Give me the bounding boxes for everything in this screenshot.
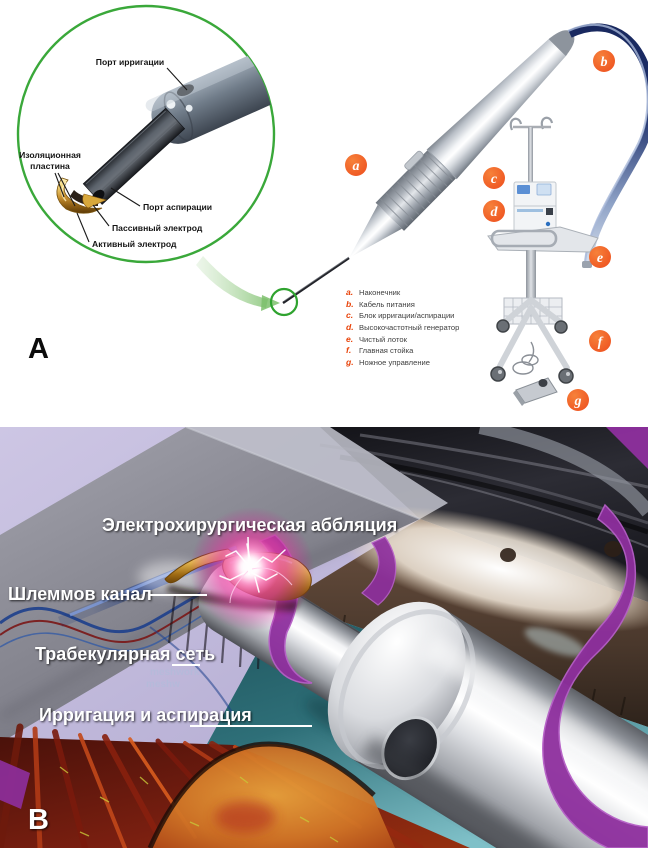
label-insulation-plate-1: Изоляционная: [19, 150, 81, 160]
svg-text:a: a: [353, 159, 360, 174]
foot-pedal: [512, 341, 558, 406]
equipment-cart: [487, 116, 599, 406]
svg-text:f.: f.: [346, 345, 351, 355]
marker-e: e: [589, 246, 611, 268]
marker-d: d: [483, 200, 505, 222]
marker-g: g: [567, 389, 589, 411]
marker-f: f: [589, 330, 611, 352]
marker-b: b: [593, 50, 615, 72]
svg-text:f: f: [598, 335, 604, 350]
handpiece-barrel: [82, 107, 186, 205]
svg-text:g: g: [574, 394, 582, 409]
handpiece-clip: [404, 150, 424, 171]
label-insulation-plate-2: пластина: [30, 161, 70, 171]
ghost-watermark-2: meshw: [146, 679, 180, 690]
label-active-electrode: Активный электрод: [92, 239, 177, 249]
handpiece: [282, 30, 575, 304]
label-passive-electrode: Пассивный электрод: [112, 223, 203, 233]
svg-text:a.: a.: [346, 287, 353, 297]
ablation-spark: [190, 507, 314, 631]
irrigation-port-hole: [176, 84, 194, 97]
svg-text:e.: e.: [346, 334, 353, 344]
legend-item: Ножное управление: [359, 358, 430, 367]
svg-text:d.: d.: [346, 322, 354, 332]
cart-wheels: [490, 319, 574, 384]
marker-a: a: [345, 154, 367, 176]
inset-labels: Порт ирригации Изоляционная пластина Пор…: [19, 57, 212, 249]
label-schlemm-canal: Шлеммов канал: [8, 584, 152, 604]
meshwork-ribbons-right: [0, 427, 648, 848]
handpiece-grip: [375, 150, 457, 231]
svg-text:b.: b.: [346, 299, 354, 309]
handpiece-nose-cone: [349, 204, 402, 258]
svg-text:b: b: [601, 55, 608, 70]
handpiece-end-cap: [548, 30, 575, 57]
power-cable: [567, 23, 648, 268]
cart-legs: [497, 297, 570, 371]
head-hole-2: [185, 104, 193, 112]
label-irrigation-port: Порт ирригации: [96, 57, 164, 67]
main-column: [526, 250, 536, 302]
label-trabecular-meshwork: Трабекулярная сеть: [35, 644, 215, 664]
panel-b-anatomy-illustration: Электрохирургическая аббляция Шлеммов ка…: [0, 427, 648, 848]
part-markers: a b c d e f g: [345, 50, 615, 411]
label-ablation: Электрохирургическая аббляция: [102, 515, 397, 535]
cornea-edge-band: [186, 427, 448, 519]
panel-b-letter: B: [28, 804, 49, 836]
legend-item: Наконечник: [359, 288, 401, 297]
parts-legend: a. Наконечник b. Кабель питания c. Блок …: [345, 287, 459, 367]
legend-item: Высокочастотный генератор: [359, 323, 459, 332]
legend-item: Кабель питания: [359, 300, 415, 309]
svg-text:c.: c.: [346, 310, 353, 320]
svg-text:g.: g.: [345, 357, 354, 367]
generator-panel: [517, 209, 543, 212]
tip-target-circle: [269, 287, 299, 317]
svg-text:e: e: [597, 251, 603, 266]
legend-item: Блок ирригации/аспирации: [359, 311, 454, 320]
iv-pole: [528, 127, 533, 185]
panel-a-letter: A: [28, 333, 49, 365]
panel-b-labels: Электрохирургическая аббляция Шлеммов ка…: [8, 515, 397, 836]
tray-handle: [490, 229, 558, 248]
panel-a-device-diagram: Порт ирригации Изоляционная пластина Пор…: [16, 4, 648, 411]
label-aspiration-port: Порт аспирации: [143, 202, 212, 212]
head-hole-1: [166, 99, 176, 109]
svg-text:d: d: [491, 205, 499, 220]
ghost-watermark-1: meshwork: [150, 667, 200, 678]
iv-hook-left: [509, 117, 523, 131]
marker-c: c: [483, 167, 505, 189]
gold-footplate: [56, 177, 107, 214]
label-irrigation-aspiration: Ирригация и аспирация: [39, 705, 252, 725]
svg-text:c: c: [491, 172, 498, 187]
legend-item: Чистый лоток: [359, 335, 408, 344]
legend-item: Главная стойка: [359, 346, 414, 355]
handpiece-body: [426, 37, 568, 179]
